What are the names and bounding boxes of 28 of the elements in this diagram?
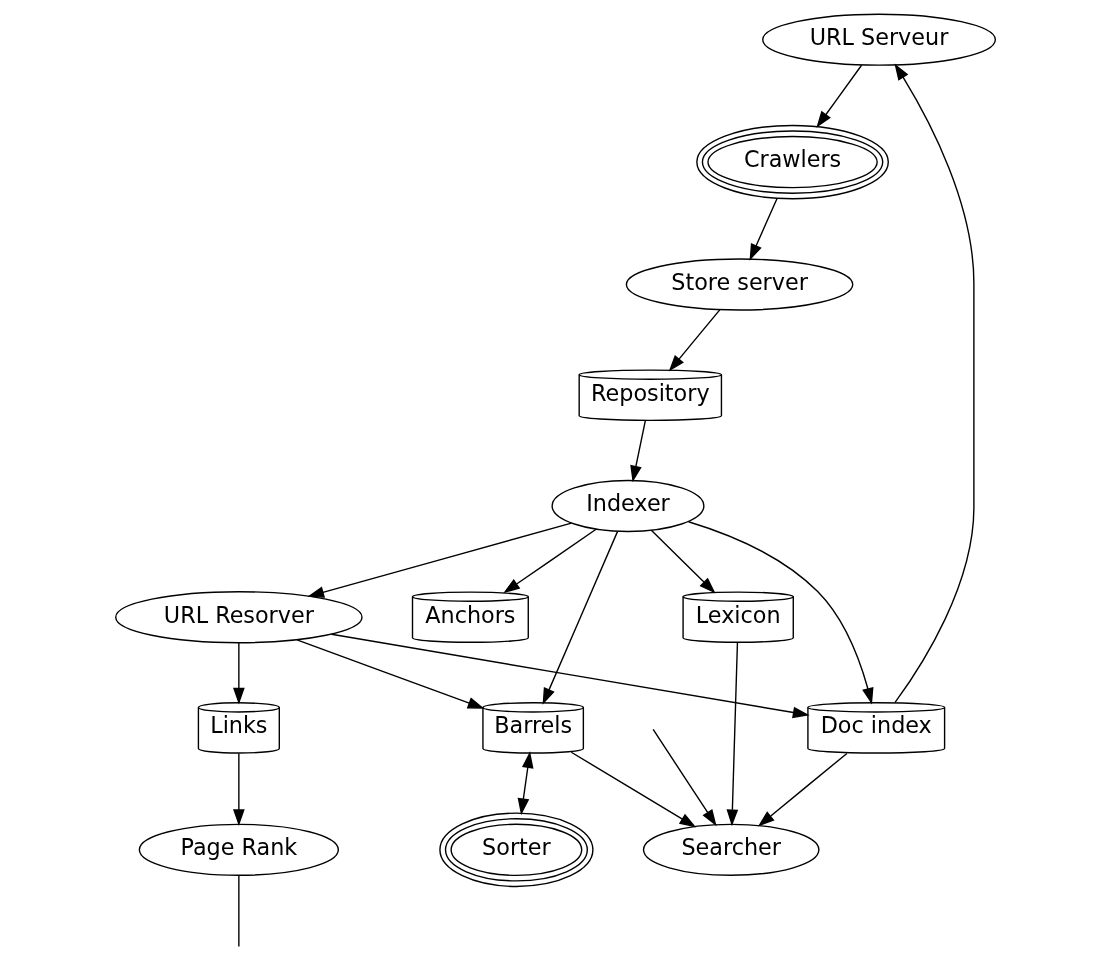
arrow bbox=[542, 530, 618, 705]
node-ellipse: URL Resorver bbox=[114, 591, 363, 644]
arrow bbox=[668, 309, 720, 372]
node-ellipse: Searcher bbox=[642, 823, 820, 876]
arrow bbox=[757, 752, 848, 827]
arrow bbox=[726, 641, 738, 827]
node-ellipse: Sorter bbox=[438, 812, 594, 888]
arrow bbox=[651, 728, 717, 827]
arrow bbox=[295, 639, 484, 709]
arrow bbox=[232, 642, 245, 705]
arrow bbox=[893, 63, 975, 704]
arrow bbox=[687, 521, 873, 705]
arrow bbox=[629, 419, 646, 483]
node-ellipse: Crawlers bbox=[695, 124, 889, 200]
arrow bbox=[749, 198, 778, 261]
node-ellipse: Indexer bbox=[550, 479, 705, 533]
arrow bbox=[232, 752, 245, 827]
arrow bbox=[570, 751, 696, 828]
arrow bbox=[815, 64, 862, 128]
node-ellipse: Page Rank bbox=[138, 823, 339, 876]
arrow bbox=[306, 522, 572, 598]
node-ellipse: Store server bbox=[625, 258, 853, 311]
node-ellipse: URL Serveur bbox=[761, 13, 996, 66]
arrow bbox=[517, 751, 534, 816]
arrow bbox=[650, 529, 716, 594]
arrow bbox=[330, 633, 810, 719]
connector bbox=[237, 875, 240, 948]
arrow bbox=[502, 528, 597, 594]
